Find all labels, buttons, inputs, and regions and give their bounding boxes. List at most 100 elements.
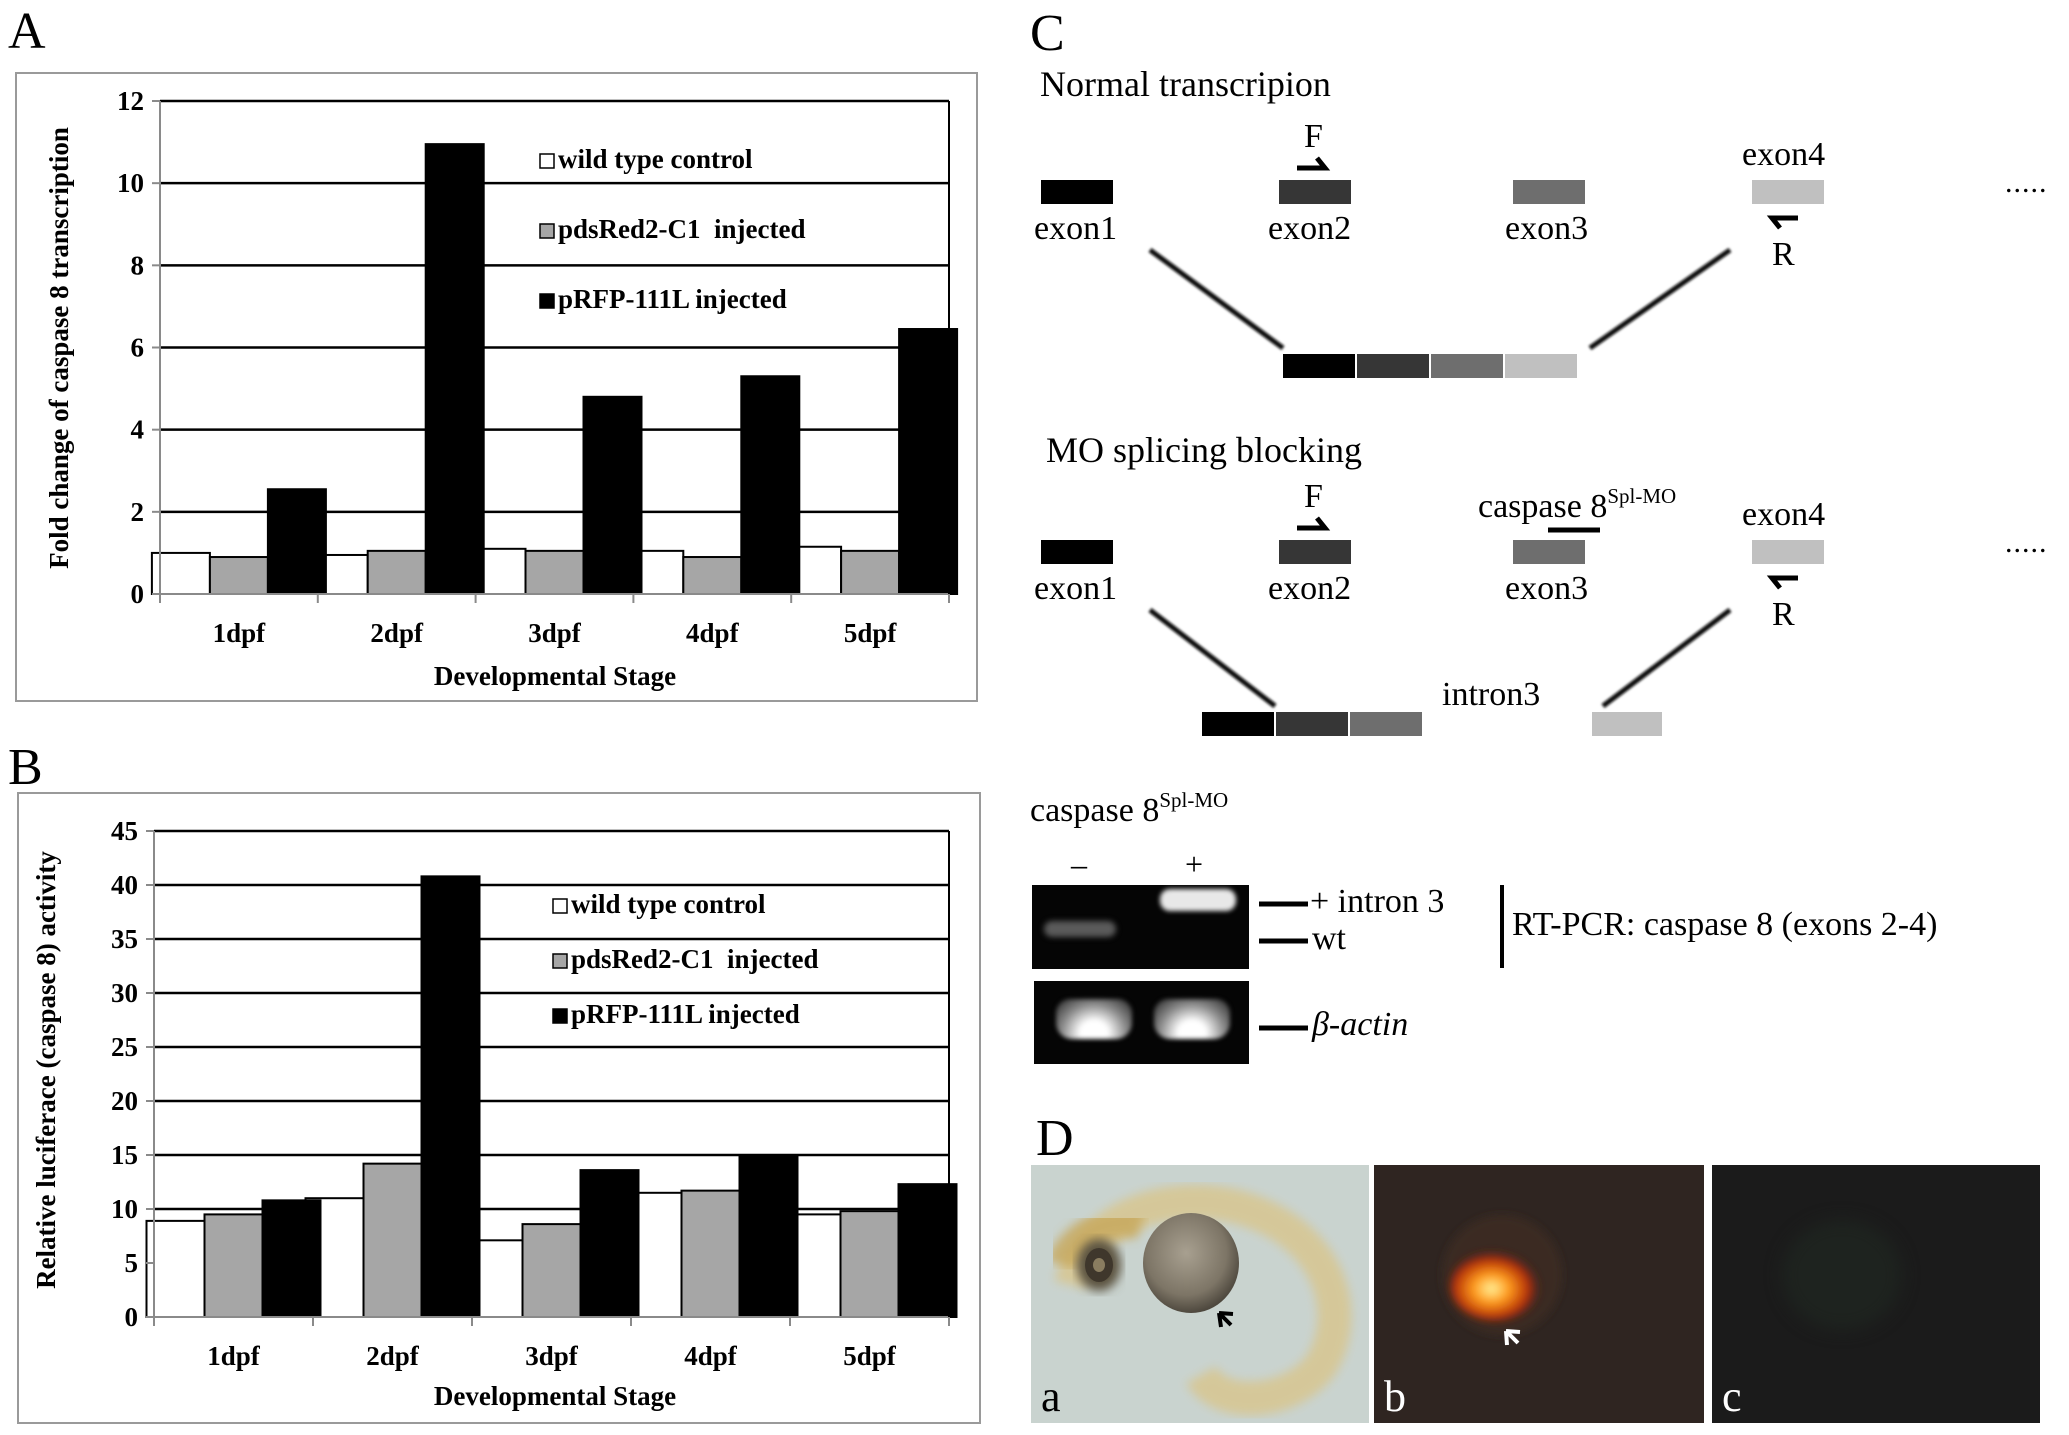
mo-mrna-exon4 bbox=[1592, 712, 1662, 736]
chart-a-frame bbox=[15, 72, 978, 702]
chart-a-xlabel: Developmental Stage bbox=[434, 661, 676, 691]
chart-b-bar-pdsred2-c1-injected-1dpf bbox=[203, 1213, 264, 1319]
chart-a-xtick-label: 5dpf bbox=[844, 618, 898, 648]
micrograph-b-label: b bbox=[1384, 1372, 1406, 1421]
chart-b-xlabel: Developmental Stage bbox=[434, 1381, 676, 1411]
mo-mrna-exon2 bbox=[1276, 712, 1348, 736]
normal-mrna-exon1 bbox=[1283, 354, 1355, 378]
chart-b-ytick-label: 5 bbox=[125, 1248, 139, 1278]
chart-b-ytick-label: 25 bbox=[111, 1032, 138, 1062]
chart-a-bar-pdsred2-c1-injected-5dpf bbox=[840, 549, 901, 595]
band-intron3-label: + intron 3 bbox=[1310, 883, 1445, 920]
chart-b-legend-swatch bbox=[552, 1008, 568, 1024]
normal-exon1-block bbox=[1041, 180, 1113, 204]
chart-a-bar-prfp-111l-injected-4dpf bbox=[740, 375, 801, 595]
chart-b-bar-wild-type-control-1dpf bbox=[145, 1219, 206, 1319]
chart-b-xtick-label: 3dpf bbox=[525, 1341, 579, 1371]
normal-exon2-label: exon2 bbox=[1268, 210, 1352, 247]
panel-label-a: A bbox=[8, 3, 46, 60]
micrograph-c: c bbox=[1712, 1165, 2040, 1423]
chart-a-bars bbox=[150, 143, 959, 596]
arrow-icon bbox=[1504, 1329, 1521, 1346]
band-actin-plus bbox=[1154, 999, 1230, 1039]
chart-b-ylabel: Relative luciferace (caspase 8) activity bbox=[31, 851, 61, 1289]
chart-a-xticks: 1dpf 2dpf 3dpf 4dpf 5dpf bbox=[159, 594, 950, 648]
chart-a-xtick-label: 2dpf bbox=[370, 618, 424, 648]
gel-header-sup: Spl-MO bbox=[1159, 788, 1229, 812]
chart-b-legend-label: pRFP-111L injected bbox=[571, 999, 800, 1029]
micrograph-c-label: c bbox=[1722, 1372, 1742, 1421]
chart-a-axes bbox=[152, 101, 950, 602]
mo-exon4-label: exon4 bbox=[1742, 496, 1826, 533]
chart-b-bar-pdsred2-c1-injected-4dpf bbox=[680, 1189, 741, 1319]
chart-a-legend-label: wild type control bbox=[558, 144, 753, 174]
chart-a-ytick-label: 0 bbox=[131, 579, 145, 609]
mo-exon3-label: exon3 bbox=[1505, 570, 1589, 607]
chart-a-xtick-label: 4dpf bbox=[686, 618, 740, 648]
chart-a-xtick-label: 3dpf bbox=[528, 618, 582, 648]
mo-exon2-label: exon2 bbox=[1268, 570, 1352, 607]
mo-reverse-primer-arrow bbox=[1766, 575, 1798, 590]
gel-caspase8 bbox=[1032, 885, 1249, 969]
chart-b-xtick-label: 4dpf bbox=[684, 1341, 738, 1371]
chart-b-ytick-label: 10 bbox=[111, 1194, 138, 1224]
mo-exon1-label: exon1 bbox=[1034, 570, 1118, 607]
mo-mrna-exon3 bbox=[1350, 712, 1422, 736]
panel-label-c: C bbox=[1030, 5, 1065, 62]
normal-exon2-block bbox=[1279, 180, 1351, 204]
mo-exon3-block bbox=[1513, 540, 1585, 564]
rtpcr-method: RT-PCR: bbox=[1512, 906, 1636, 943]
chart-a-bar-prfp-111l-injected-3dpf bbox=[582, 395, 643, 595]
band-actin-label: β-actin bbox=[1312, 1006, 1409, 1043]
mo-target-label: caspase 8Spl-MO bbox=[1478, 486, 1676, 525]
gel-header-name: caspase 8 bbox=[1030, 792, 1160, 829]
chart-b-legend-swatch bbox=[552, 953, 568, 969]
chart-b-ytick-label: 0 bbox=[125, 1302, 139, 1332]
mo-target-name: caspase 8 bbox=[1478, 488, 1608, 525]
lane-plus-label: + bbox=[1185, 846, 1204, 882]
chart-b-bar-pdsred2-c1-injected-3dpf bbox=[521, 1223, 582, 1318]
mo-title: MO splicing blocking bbox=[1046, 430, 1362, 470]
chart-a-ytick-label: 10 bbox=[117, 168, 144, 198]
normal-reverse-primer-label: R bbox=[1772, 236, 1795, 273]
normal-mrna-exon2 bbox=[1357, 354, 1429, 378]
chart-b-bar-pdsred2-c1-injected-5dpf bbox=[839, 1210, 900, 1319]
chart-a-xtick-label: 1dpf bbox=[213, 618, 267, 648]
lane-minus-label: – bbox=[1071, 846, 1087, 882]
normal-exon4-label: exon4 bbox=[1742, 136, 1826, 173]
normal-exon4-block bbox=[1752, 180, 1824, 204]
chart-b-bars bbox=[145, 875, 958, 1319]
normal-mrna-exon3 bbox=[1431, 354, 1503, 378]
normal-splice-line-right bbox=[1588, 247, 1732, 351]
chart-a-ytick-label: 12 bbox=[117, 86, 144, 116]
rtpcr-label: RT-PCR: caspase 8 (exons 2-4) bbox=[1512, 908, 1937, 942]
mo-forward-primer-arrow bbox=[1297, 516, 1331, 531]
chart-b-bar-prfp-111l-injected-2dpf bbox=[420, 875, 481, 1318]
chart-b-xtick-label: 1dpf bbox=[207, 1341, 261, 1371]
splicing-diagram bbox=[1036, 156, 1990, 1031]
chart-b-ytick-label: 45 bbox=[111, 816, 138, 846]
chart-b-bar-prfp-111l-injected-4dpf bbox=[738, 1154, 799, 1318]
rtpcr-target: caspase 8 (exons 2-4) bbox=[1643, 906, 1938, 943]
normal-splice-line-left bbox=[1148, 247, 1285, 351]
gel-actin bbox=[1034, 981, 1249, 1064]
chart-b-ytick-label: 40 bbox=[111, 870, 138, 900]
micrograph-a: a bbox=[1031, 1165, 1369, 1423]
band-wt-label: wt bbox=[1312, 920, 1346, 957]
band-wt bbox=[1044, 921, 1116, 937]
panel-label-b: B bbox=[8, 739, 43, 796]
mo-mrna-exon1 bbox=[1202, 712, 1274, 736]
chart-a-legend-swatch bbox=[539, 153, 555, 169]
mo-exon4-block bbox=[1752, 540, 1824, 564]
chart-a-ytick-label: 4 bbox=[131, 415, 145, 445]
chart-b-xtick-label: 5dpf bbox=[843, 1341, 897, 1371]
embryo-brightfield-illustration bbox=[1046, 1184, 1352, 1416]
normal-forward-primer-arrow bbox=[1297, 156, 1331, 171]
mo-reverse-primer-label: R bbox=[1772, 596, 1795, 633]
green-fluorescence-illustration bbox=[1782, 1220, 1902, 1330]
chart-b-legend-label: pdsRed2-C1 injected bbox=[571, 944, 819, 974]
chart-b-xtick-label: 2dpf bbox=[366, 1341, 420, 1371]
